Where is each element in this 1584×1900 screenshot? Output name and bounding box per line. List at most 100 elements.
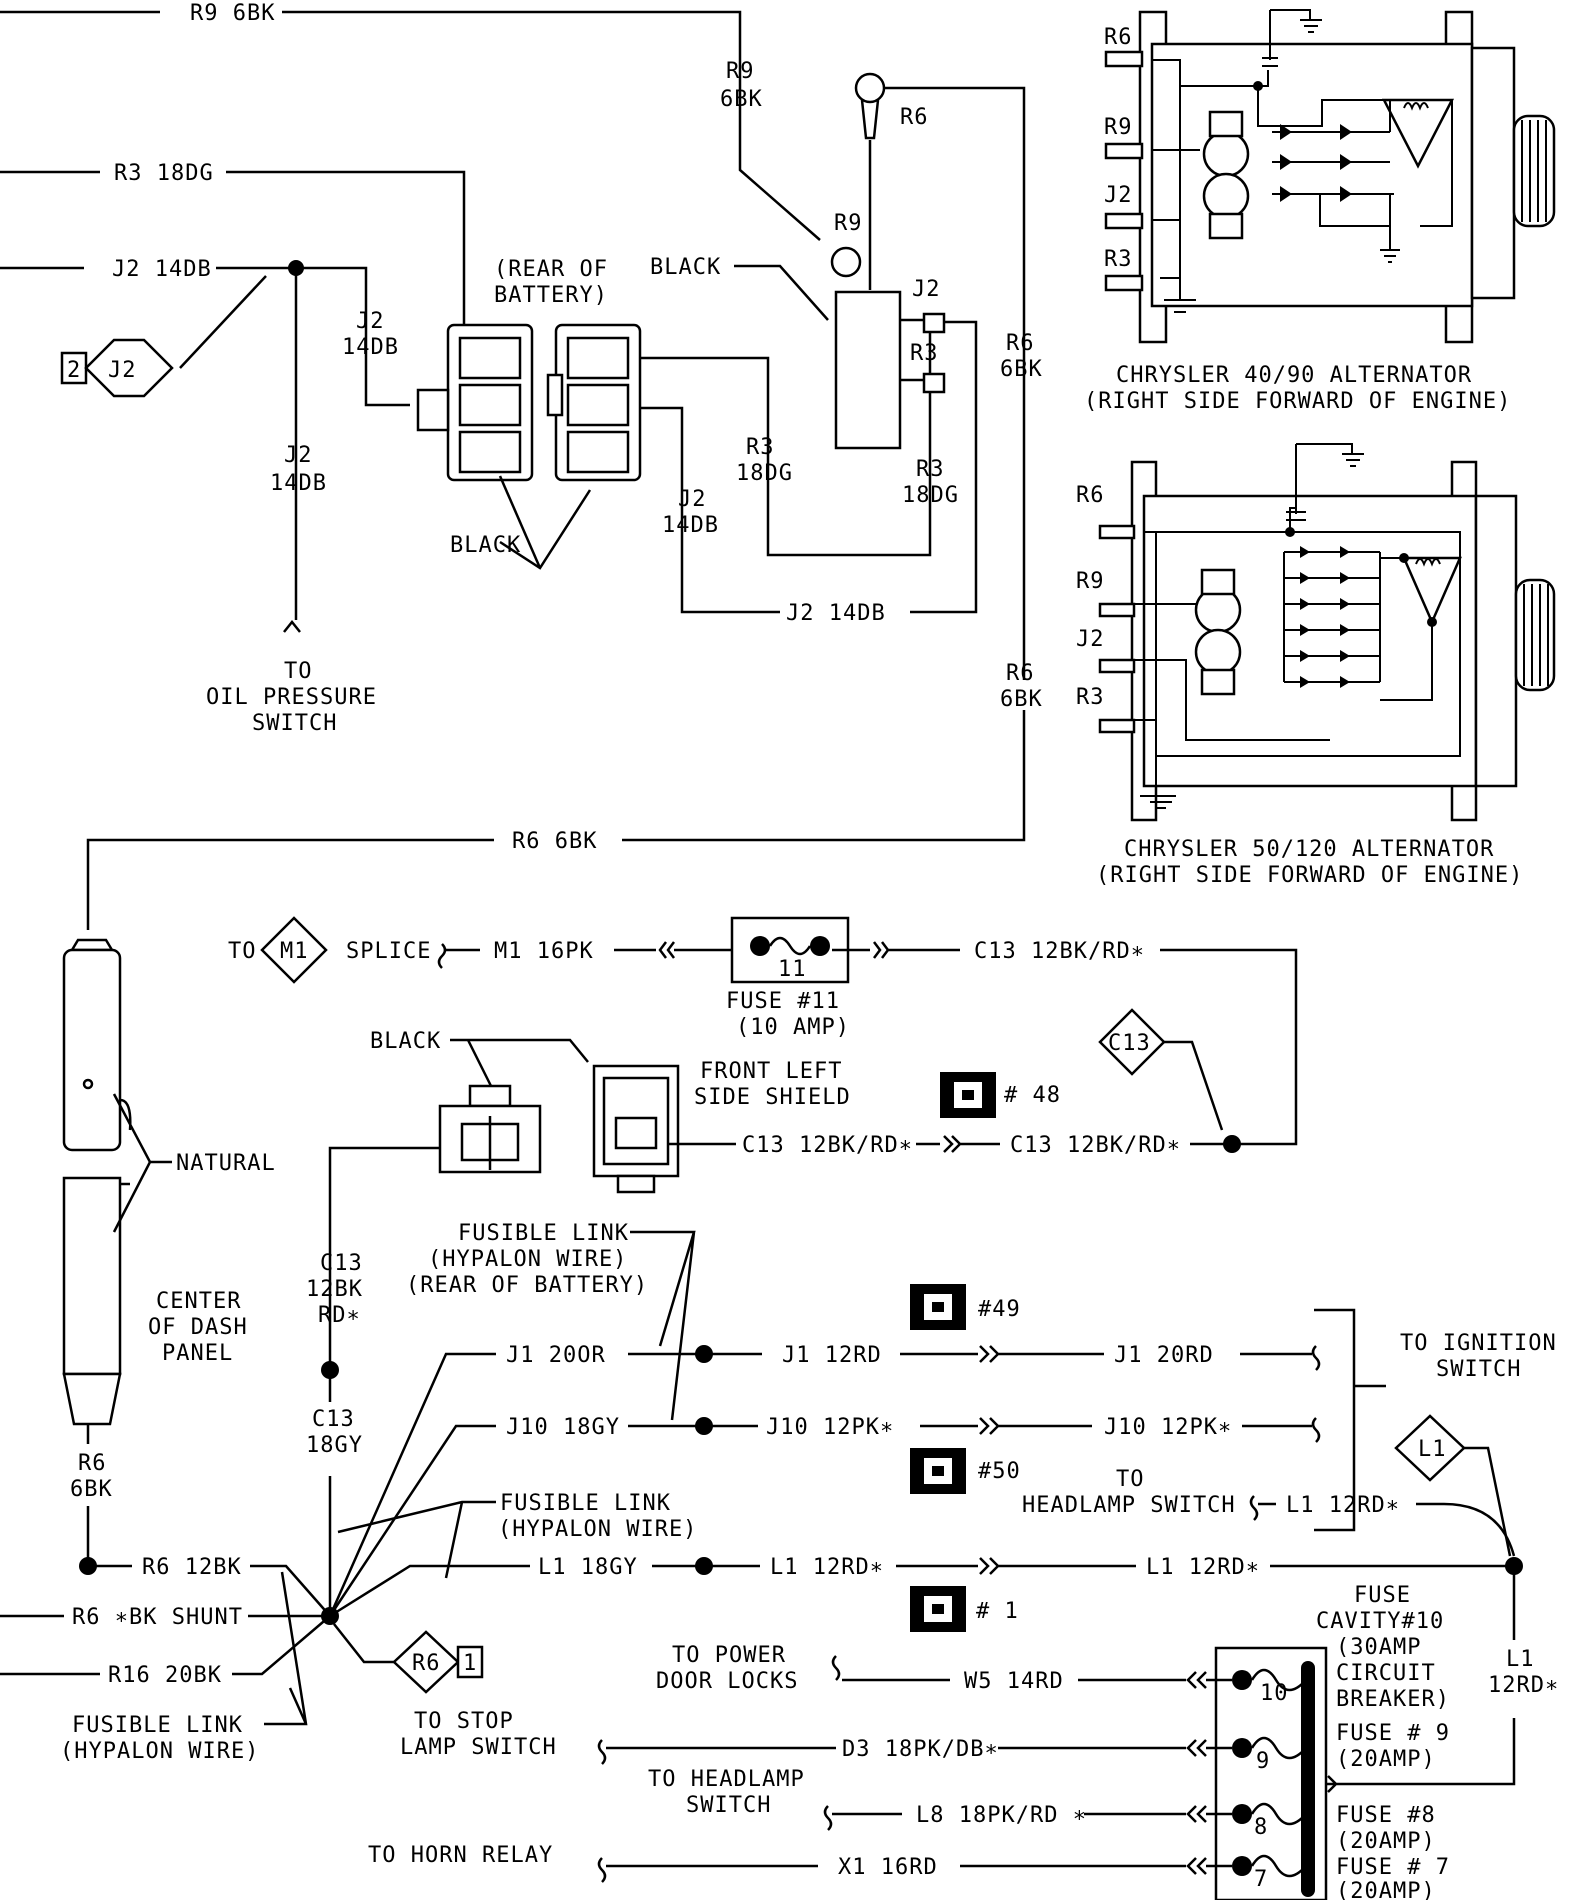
label-oil-3: SWITCH [252, 711, 337, 736]
alt1-r9: R9 [1104, 115, 1133, 140]
alt2-pulley [1514, 578, 1556, 692]
label-f8-a: FUSE #8 [1336, 1803, 1436, 1828]
alt1-rotor [1202, 110, 1250, 240]
label-center-c: PANEL [162, 1341, 233, 1366]
label-stop-a: TO STOP [414, 1709, 514, 1734]
r6-tag-box [456, 1645, 484, 1679]
ground-icon [1140, 532, 1176, 809]
wire-j2-bottom [910, 320, 978, 614]
bottom-section: C13 18GY J1 20OR J1 12RD J1 20RD #49 TO … [0, 1284, 1558, 1900]
label-shield-b: SIDE SHIELD [694, 1085, 851, 1110]
label-hl-b: SWITCH [686, 1793, 771, 1818]
alt1-subtitle: (RIGHT SIDE FORWARD OF ENGINE) [1084, 389, 1511, 414]
wire-c13-mid [668, 1135, 1232, 1153]
label-j2-oil-b: 14DB [270, 471, 327, 496]
arrow-c13 [1164, 1040, 1224, 1131]
fuse-icon [1250, 1736, 1307, 1760]
label-center-a: CENTER [156, 1289, 241, 1314]
label-j2-oil-a: J2 [284, 443, 313, 468]
alt1-body [1150, 42, 1474, 308]
wire-m1 [437, 941, 748, 969]
label-pdl-a: TO POWER [672, 1643, 786, 1668]
label-l1-12rd-top: L1 12RD∗ [1286, 1493, 1400, 1518]
wire-d3 [597, 1739, 1232, 1765]
alt2-wire-3 [1380, 557, 1433, 701]
fuse-terminal [810, 936, 830, 956]
label-splice: SPLICE [346, 939, 431, 964]
label-j1-20rd: J1 20RD [1114, 1343, 1214, 1368]
label-r6-12bk: R6 12BK [142, 1555, 242, 1580]
ground-icon [1152, 149, 1200, 313]
alt2-stator [1402, 556, 1462, 626]
label-r6-shunt: R6 ∗BK SHUNT [72, 1605, 243, 1630]
label-c13-mid-b: C13 12BK/RD∗ [1010, 1133, 1181, 1158]
wire-l1-right [1317, 1566, 1516, 1793]
connector-icon [416, 323, 534, 482]
label-l1-18gy: L1 18GY [538, 1555, 638, 1580]
arrow-black-mid [450, 1038, 589, 1089]
wire-r3-left [0, 170, 466, 330]
label-r6-stud: R6 [900, 105, 929, 130]
connector-icon [910, 1448, 966, 1494]
fuse-11-num: 11 [778, 957, 807, 982]
label-fl3-b: (HYPALON WIRE) [60, 1739, 259, 1764]
alt2-wire-2 [1134, 603, 1330, 741]
alt2-wire-1 [1156, 531, 1461, 757]
label-r6-right-a: R6 [1006, 331, 1035, 356]
fuse-icon [1250, 1668, 1307, 1692]
label-l1-12rd-b: L1 12RD∗ [1146, 1555, 1260, 1580]
connector-icon [592, 1064, 680, 1194]
label-c13-18gy-a: C13 [312, 1407, 355, 1432]
wire-j10 [328, 1424, 496, 1617]
m1-diamond [260, 916, 328, 984]
label-conn49: #49 [978, 1297, 1021, 1322]
splice-dot-icon [695, 1345, 713, 1363]
fuse-terminal [750, 936, 770, 956]
alt1-stator [1381, 98, 1455, 169]
alt1-wire-2 [1257, 86, 1453, 227]
label-r9-b: 6BK [720, 87, 763, 112]
label-r9-a: R9 [726, 59, 755, 84]
wire-r6-long [86, 710, 1026, 930]
wire-j1 [328, 1352, 496, 1617]
alt2-title: CHRYSLER 50/120 ALTERNATOR [1124, 837, 1494, 862]
alt2-pulley-mount [1474, 494, 1518, 788]
label-oil-1: TO [284, 659, 313, 684]
label-j10-18gy: J10 18GY [506, 1415, 620, 1440]
label-r6-6bk-b: 6BK [70, 1477, 113, 1502]
diode-icon [1283, 546, 1381, 688]
alt2-r6: R6 [1076, 483, 1105, 508]
fuse-10-num: 10 [1260, 1681, 1289, 1706]
label-ign-a: TO IGNITION [1400, 1331, 1557, 1356]
label-horn: TO HORN RELAY [368, 1843, 553, 1868]
label-c13-tag: C13 [1108, 1031, 1151, 1056]
arrow-natural [112, 1093, 172, 1233]
alt2-coil [1415, 558, 1441, 567]
label-fuse: FUSE #11 [726, 989, 840, 1014]
label-conn50: #50 [978, 1459, 1021, 1484]
fuse-7-num: 7 [1254, 1867, 1268, 1892]
splice-dot-icon [695, 1557, 713, 1575]
j2-tag-num: 2 [67, 358, 81, 383]
label-j10-12pk-b: J10 12PK∗ [1104, 1415, 1232, 1440]
label-j2-left: J2 14DB [112, 257, 212, 282]
label-m1: M1 [280, 939, 309, 964]
label-l8: L8 18PK/RD ∗ [916, 1803, 1087, 1828]
label-shield-a: FRONT LEFT [700, 1059, 842, 1084]
arrow-black-top [734, 264, 829, 321]
label-fc-e: BREAKER) [1336, 1687, 1450, 1712]
label-j2-conn-a: J2 [356, 309, 385, 334]
wire-r6-12bk [88, 1564, 331, 1617]
label-stop-b: LAMP SWITCH [400, 1735, 557, 1760]
label-r3-a2: 18DG [736, 461, 793, 486]
label-j1-200r: J1 20OR [506, 1343, 606, 1368]
wire-x1 [597, 1857, 1232, 1883]
j2-tag-label: J2 [108, 358, 137, 383]
label-j2-conn-b: 14DB [342, 335, 399, 360]
label-j2-mid-a: J2 [678, 487, 707, 512]
label-f9-a: FUSE # 9 [1336, 1721, 1450, 1746]
label-r6-tag-num: 1 [463, 1651, 477, 1676]
wire-c13-top [832, 941, 1298, 1146]
wire-w5 [831, 1655, 1232, 1689]
